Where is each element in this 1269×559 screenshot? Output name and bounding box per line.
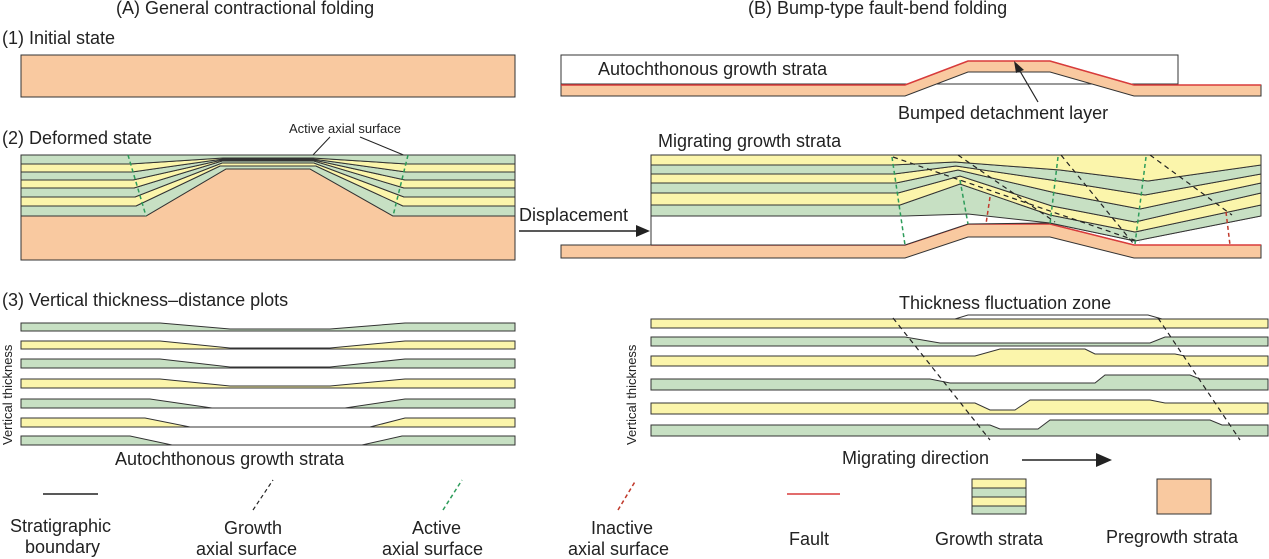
thickness-band [650, 336, 1269, 347]
legend-fault-label: Fault [789, 529, 829, 549]
growth-layer [650, 154, 1262, 182]
panel-b-thickness-bands [650, 314, 1269, 437]
thickness-band [20, 417, 516, 428]
growth-axial-surface [892, 156, 1141, 243]
growth-axial-surface-plot [1157, 317, 1241, 441]
active-axial-pointer-left [311, 136, 331, 157]
growth-strata-swatch-2 [971, 487, 1027, 498]
bumped-arrowhead [1014, 61, 1024, 73]
active-axial-surface [1049, 156, 1059, 225]
growth-strata-swatch-3 [971, 496, 1027, 507]
active-axial-surface [959, 179, 969, 225]
displacement-label: Displacement [519, 205, 628, 225]
panel-b-vertical-thickness-axis: Vertical thickness [624, 344, 639, 445]
panel-a-thickness-bands [20, 322, 516, 446]
inactive-axial-surface [985, 196, 991, 225]
growth-layer [20, 154, 516, 165]
legend-stratigraphic-boundary: Stratigraphic boundary [10, 493, 111, 557]
active-axial-surface-right [392, 154, 409, 217]
legend-growth-strata: Growth strata [935, 478, 1044, 549]
thickness-band [650, 374, 1269, 391]
bumped-detachment-label: Bumped detachment layer [898, 103, 1108, 123]
growth-axial-surface [1149, 154, 1233, 216]
bumped-pointer [1016, 65, 1039, 103]
migrating-growth-strata-label: Migrating growth strata [658, 131, 842, 151]
active-axial-pointer-right [359, 136, 407, 157]
deformed-state-label: (2) Deformed state [2, 128, 152, 148]
displacement-arrowhead [636, 225, 650, 237]
thickness-band [20, 435, 516, 446]
inactive-axial-surface [1225, 211, 1231, 246]
thickness-band [20, 378, 516, 389]
growth-axial-swatch [252, 479, 274, 511]
active-axial-surface-left [127, 154, 147, 217]
autochthonous-growth-strata-label: Autochthonous growth strata [115, 449, 345, 469]
thickness-plots-label: (3) Vertical thickness–distance plots [2, 290, 288, 310]
legend-pregrowth-strata-label: Pregrowth strata [1106, 527, 1239, 547]
inactive-axial-swatch [617, 479, 637, 511]
thickness-band [650, 419, 1269, 437]
pregrowth-strata-swatch [1156, 478, 1212, 515]
thickness-band [650, 318, 1269, 329]
legend-growth-axial-label-2: axial surface [196, 539, 297, 559]
panel-b: (B) Bump-type fault-bend folding Autocht… [519, 0, 1269, 468]
panel-b-heading: (B) Bump-type fault-bend folding [748, 0, 1007, 18]
thickness-band [20, 340, 516, 350]
thickness-band [20, 398, 516, 409]
growth-axial-surface-plot [892, 317, 991, 441]
migrating-direction-label: Migrating direction [842, 448, 989, 468]
initial-pregrowth-block [20, 54, 516, 98]
active-axial-surface [891, 156, 906, 246]
growth-strata-swatch-4 [971, 505, 1027, 515]
panel-a: (A) General contractional folding (1) In… [0, 0, 516, 469]
legend-inactive-axial: Inactive axial surface [568, 479, 669, 559]
thickness-band [650, 348, 1269, 367]
active-axial-surface-label: Active axial surface [289, 121, 401, 136]
panel-a-heading: (A) General contractional folding [116, 0, 374, 18]
legend-pregrowth-strata: Pregrowth strata [1106, 478, 1239, 547]
thickness-band [650, 399, 1269, 415]
legend-growth-axial: Growth axial surface [196, 479, 297, 559]
fault-line-top [561, 60, 1261, 86]
initial-state-label: (1) Initial state [2, 28, 115, 48]
legend-active-axial-label-1: Active [412, 518, 461, 538]
legend-stratigraphic-label-1: Stratigraphic [10, 516, 111, 536]
active-axial-swatch [442, 479, 463, 511]
thickness-fluctuation-zone-label: Thickness fluctuation zone [899, 293, 1111, 313]
active-axial-surface [1134, 156, 1147, 245]
legend-active-axial-label-2: axial surface [382, 539, 483, 559]
growth-strata-swatch-1 [971, 478, 1027, 489]
legend-growth-strata-label: Growth strata [935, 529, 1044, 549]
panel-a-vertical-thickness-axis: Vertical thickness [0, 344, 15, 445]
legend-fault: Fault [787, 493, 840, 549]
thickness-band [20, 358, 516, 369]
growth-axial-surface [1060, 154, 1134, 244]
thickness-band [651, 314, 1268, 320]
migrating-direction-arrowhead [1096, 453, 1112, 467]
autochthonous-label: Autochthonous growth strata [598, 59, 828, 79]
legend: Stratigraphic boundary Growth axial surf… [10, 478, 1239, 559]
legend-inactive-axial-label-1: Inactive [591, 518, 653, 538]
thickness-band [20, 322, 516, 332]
growth-axial-surface [957, 154, 1056, 223]
legend-stratigraphic-label-2: boundary [25, 537, 100, 557]
migrating-growth-layers [650, 154, 1262, 246]
legend-active-axial: Active axial surface [382, 479, 483, 559]
deformed-growth-layers [20, 154, 516, 217]
legend-inactive-axial-label-2: axial surface [568, 539, 669, 559]
legend-growth-axial-label-1: Growth [224, 518, 282, 538]
